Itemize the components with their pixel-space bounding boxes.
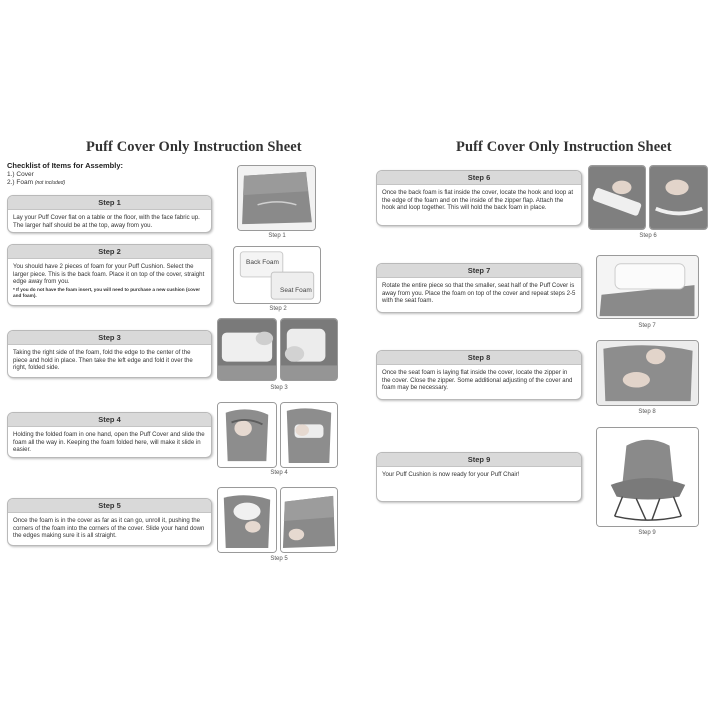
flat-cover-illustration (238, 166, 315, 230)
step-9-photo (596, 427, 699, 527)
step-6-header: Step 6 (377, 171, 581, 185)
step-4-photo-b (280, 402, 338, 468)
step-2-box: Step 2 You should have 2 pieces of foam … (7, 244, 212, 306)
checklist-title: Checklist of Items for Assembly: (7, 161, 124, 170)
unroll-foam-illustration (218, 488, 276, 552)
step-4-header: Step 4 (8, 413, 211, 427)
step-8-caption: Step 8 (638, 409, 656, 415)
step-4-text: Holding the folded foam in one hand, ope… (13, 431, 205, 454)
step-8-header: Step 8 (377, 351, 581, 365)
step-1-box: Step 1 Lay your Puff Cover flat on a tab… (7, 195, 212, 233)
step-9-box: Step 9 Your Puff Cushion is now ready fo… (376, 452, 582, 502)
hook-and-loop-illustration (589, 166, 645, 229)
two-foam-pieces-illustration (234, 247, 320, 303)
step-6-text: Once the back foam is flat inside the co… (382, 189, 574, 212)
step-3-text: Taking the right side of the foam, fold … (13, 349, 193, 372)
step-9-header: Step 9 (377, 453, 581, 467)
step-6-photo-a (588, 165, 646, 230)
step-1-caption: Step 1 (268, 233, 286, 239)
step-3-header: Step 3 (8, 331, 211, 345)
step-4-photo-a (217, 402, 277, 468)
step-9-caption: Step 9 (638, 530, 656, 536)
step-5-photo-b (280, 487, 338, 553)
fold-foam-illustration (218, 319, 276, 380)
step-8-box: Step 8 Once the seat foam is laying flat… (376, 350, 582, 400)
seat-foam-label: Seat Foam (280, 287, 312, 294)
close-zipper-illustration (597, 341, 698, 405)
step-2-header: Step 2 (8, 245, 211, 259)
step-2-photo: Back Foam Seat Foam (233, 246, 321, 304)
step-4-box: Step 4 Holding the folded foam in one ha… (7, 412, 212, 458)
step-7-photo (596, 255, 699, 319)
step-2-text: You should have 2 pieces of foam for you… (13, 263, 205, 286)
back-foam-label: Back Foam (246, 259, 279, 266)
step-5-text: Once the foam is in the cover as far as … (13, 517, 205, 540)
step-7-box: Step 7 Rotate the entire piece so that t… (376, 263, 582, 313)
left-page-title: Puff Cover Only Instruction Sheet (86, 139, 302, 155)
checklist-item-cover: 1.) Cover (7, 171, 34, 178)
step-2-note: * If you do not have the foam insert, yo… (13, 286, 201, 298)
step-2-caption: Step 2 (269, 306, 287, 312)
step-1-photo (237, 165, 316, 231)
attach-flap-illustration (650, 166, 707, 229)
step-3-box: Step 3 Taking the right side of the foam… (7, 330, 212, 378)
straighten-edges-illustration (281, 488, 337, 552)
checklist-item-foam: 2.) Foam (not included) (7, 179, 66, 186)
step-7-text: Rotate the entire piece so that the smal… (382, 282, 576, 305)
step-1-header: Step 1 (8, 196, 211, 210)
step-3-photo-a (217, 318, 277, 381)
step-6-box: Step 6 Once the back foam is flat inside… (376, 170, 582, 226)
step-3-photo-b (280, 318, 338, 381)
slide-foam-in-illustration (281, 403, 337, 467)
step-7-header: Step 7 (377, 264, 581, 278)
right-page-title: Puff Cover Only Instruction Sheet (456, 139, 672, 155)
step-1-text: Lay your Puff Cover flat on a table or t… (13, 214, 200, 229)
step-5-header: Step 5 (8, 499, 211, 513)
step-8-text: Once the seat foam is laying flat inside… (382, 369, 573, 392)
step-5-box: Step 5 Once the foam is in the cover as … (7, 498, 212, 546)
step-8-photo (596, 340, 699, 406)
step-5-photo-a (217, 487, 277, 553)
step-3-caption: Step 3 (270, 385, 288, 391)
open-cover-illustration (218, 403, 276, 467)
seat-foam-on-cover-illustration (597, 256, 698, 318)
step-7-caption: Step 7 (638, 323, 656, 329)
step-6-photo-b (649, 165, 708, 230)
folded-foam-illustration (281, 319, 337, 380)
step-9-text: Your Puff Cushion is now ready for your … (382, 471, 520, 478)
puff-chair-illustration (597, 428, 698, 526)
step-6-caption: Step 6 (639, 233, 657, 239)
step-5-caption: Step 5 (270, 556, 288, 562)
step-4-caption: Step 4 (270, 470, 288, 476)
checklist-foam-note: (not included) (34, 180, 66, 186)
